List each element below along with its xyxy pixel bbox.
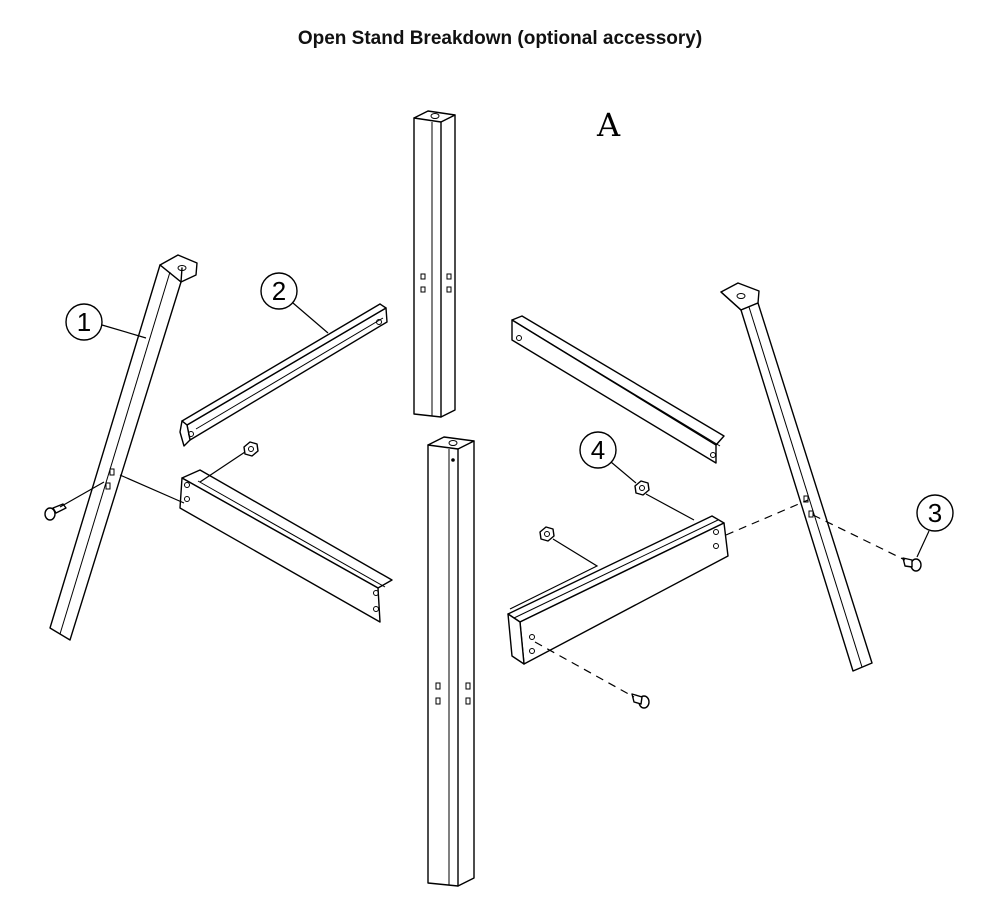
assembly-line-right-bolt — [812, 514, 906, 561]
apron-upper-left — [179, 303, 388, 447]
callout-2: 2 — [260, 272, 329, 334]
callout-4: 4 — [579, 431, 637, 484]
hex-nut-right-lower — [509, 526, 599, 610]
apron-lower-left — [179, 469, 393, 623]
leg-top-center — [413, 110, 456, 418]
callout-3: 3 — [916, 494, 954, 558]
callout-3-label: 3 — [928, 498, 942, 528]
assembly-line-right-upper — [725, 499, 809, 536]
callout-1: 1 — [65, 303, 147, 341]
hex-nut-left — [199, 441, 259, 483]
leg-left — [49, 254, 198, 641]
apron-upper-right — [511, 315, 725, 464]
assembly-line-bottom-bolt — [534, 641, 635, 698]
callout-1-label: 1 — [77, 307, 91, 337]
leg-bottom-center — [427, 436, 475, 887]
bolt-leader-left — [119, 474, 185, 504]
callout-4-label: 4 — [591, 435, 605, 465]
hex-nut-right-upper — [634, 480, 695, 521]
leg-right — [720, 282, 873, 672]
carriage-bolt-left — [44, 481, 105, 521]
callout-2-label: 2 — [272, 276, 286, 306]
view-label: A — [596, 106, 621, 144]
carriage-bolt-bottom — [631, 693, 650, 709]
diagram-title: Open Stand Breakdown (optional accessory… — [297, 28, 703, 49]
carriage-bolt-right — [902, 557, 922, 572]
apron-lower-right — [507, 515, 729, 665]
